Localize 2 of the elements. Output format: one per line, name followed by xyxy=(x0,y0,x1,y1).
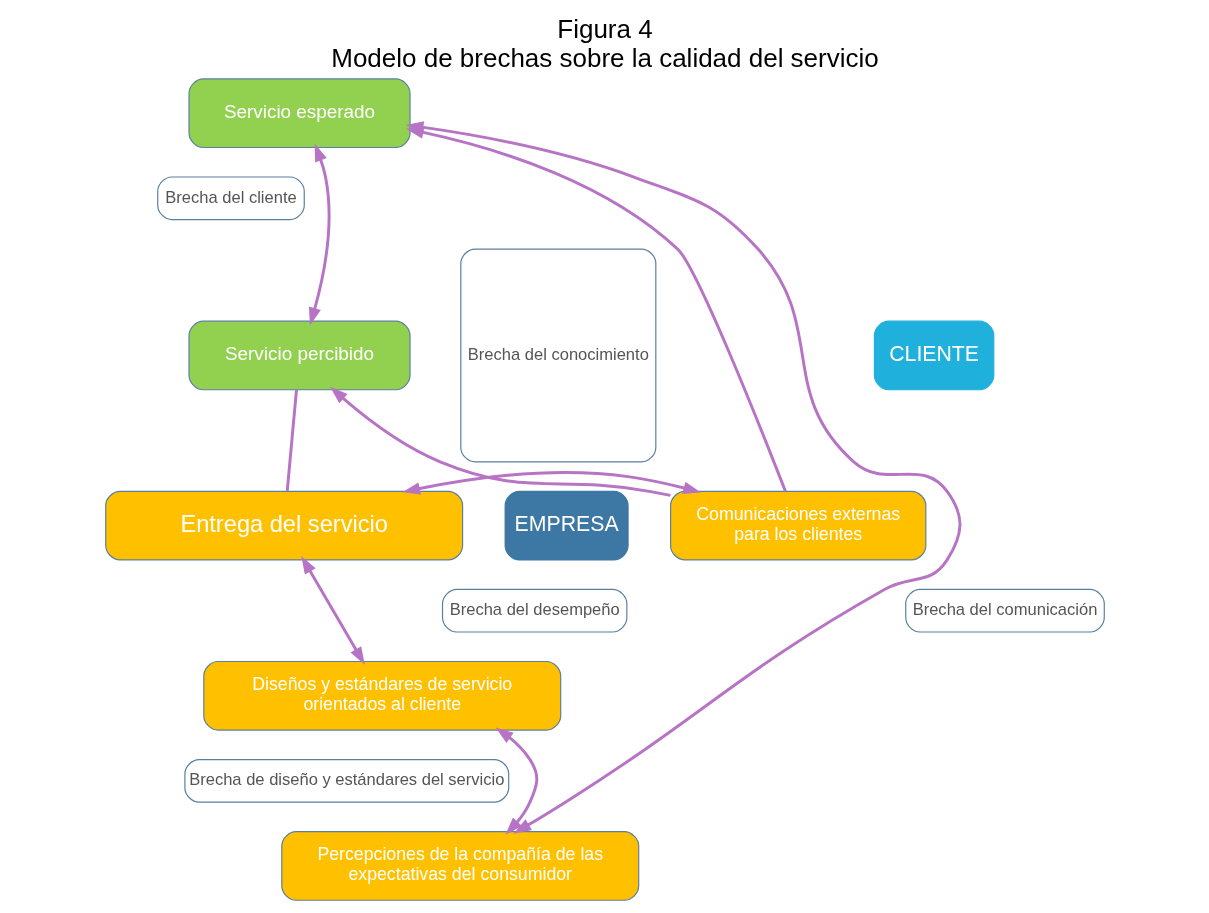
diagram-title: Figura 4 xyxy=(556,14,653,45)
caption: Modelo de brechas sobre la calidad del servicio xyxy=(330,42,879,73)
